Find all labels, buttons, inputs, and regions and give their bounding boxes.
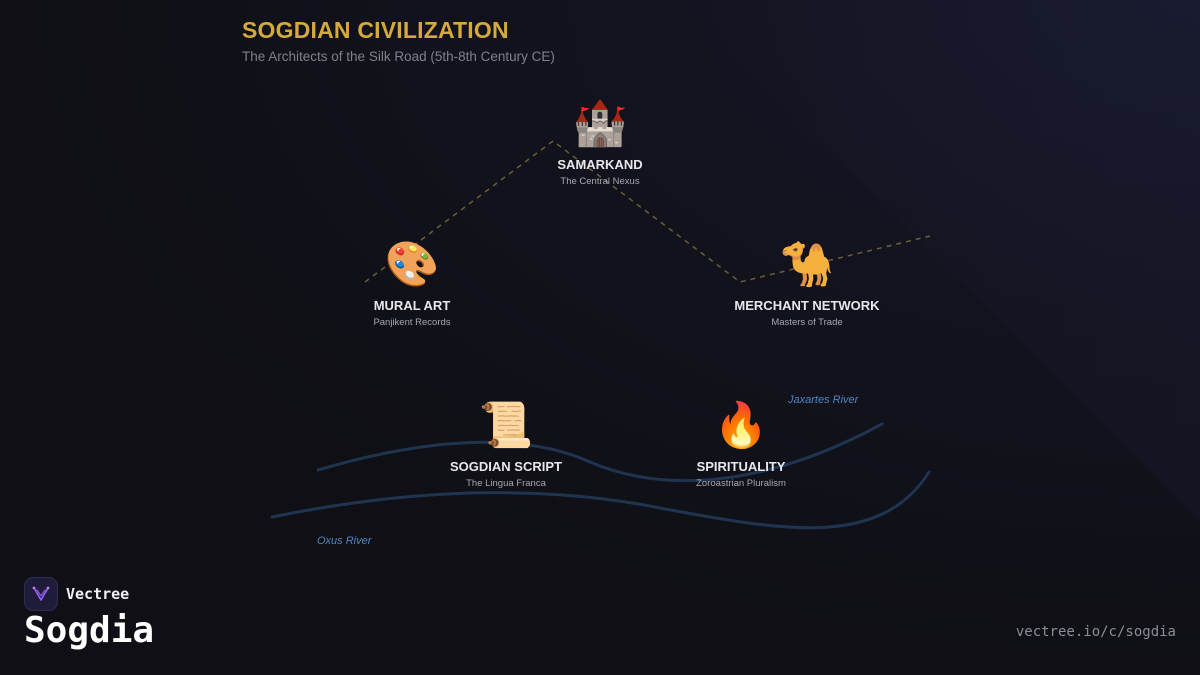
vectree-logo-icon xyxy=(24,577,58,611)
node-sogdian-script: 📜 SOGDIAN SCRIPT The Lingua Franca xyxy=(406,399,606,489)
node-sublabel: Panjikent Records xyxy=(373,317,451,328)
node-merchant-network: 🐪 MERCHANT NETWORK Masters of Trade xyxy=(707,238,907,328)
brand: Vectree xyxy=(24,577,129,611)
course-url[interactable]: vectree.io/c/sogdia xyxy=(1015,624,1176,640)
camel-icon: 🐪 xyxy=(779,239,835,290)
river-label-oxus: Oxus River xyxy=(317,535,372,547)
node-label: SAMARKAND xyxy=(557,157,643,172)
course-title: Sogdia xyxy=(24,610,155,651)
castle-icon: 🏰 xyxy=(572,98,628,149)
node-sublabel: Zoroastrian Pluralism xyxy=(696,478,786,489)
node-label: MERCHANT NETWORK xyxy=(734,298,880,313)
node-mural-art: 🎨 MURAL ART Panjikent Records xyxy=(312,238,512,328)
node-spirituality: 🔥 SPIRITUALITY Zoroastrian Pluralism xyxy=(641,399,841,489)
brand-name: Vectree xyxy=(66,585,130,603)
node-samarkand: 🏰 SAMARKAND The Central Nexus xyxy=(500,97,700,187)
page-subtitle: The Architects of the Silk Road (5th-8th… xyxy=(242,49,555,64)
page-title: SOGDIAN CIVILIZATION xyxy=(242,17,509,43)
node-sublabel: The Central Nexus xyxy=(560,176,640,187)
node-sublabel: The Lingua Franca xyxy=(466,478,546,489)
corner-sheen xyxy=(680,0,1200,520)
river-label-jaxartes: Jaxartes River xyxy=(788,394,859,406)
node-label: SOGDIAN SCRIPT xyxy=(450,459,562,474)
silk-road-route xyxy=(364,140,931,283)
scroll-icon: 📜 xyxy=(478,400,534,451)
node-label: MURAL ART xyxy=(373,298,451,313)
node-sublabel: Masters of Trade xyxy=(771,317,843,328)
fire-icon: 🔥 xyxy=(713,400,769,451)
palette-icon: 🎨 xyxy=(384,239,440,290)
river-jaxartes-path xyxy=(316,422,884,483)
node-label: SPIRITUALITY xyxy=(696,459,786,474)
river-oxus-path xyxy=(270,470,931,530)
